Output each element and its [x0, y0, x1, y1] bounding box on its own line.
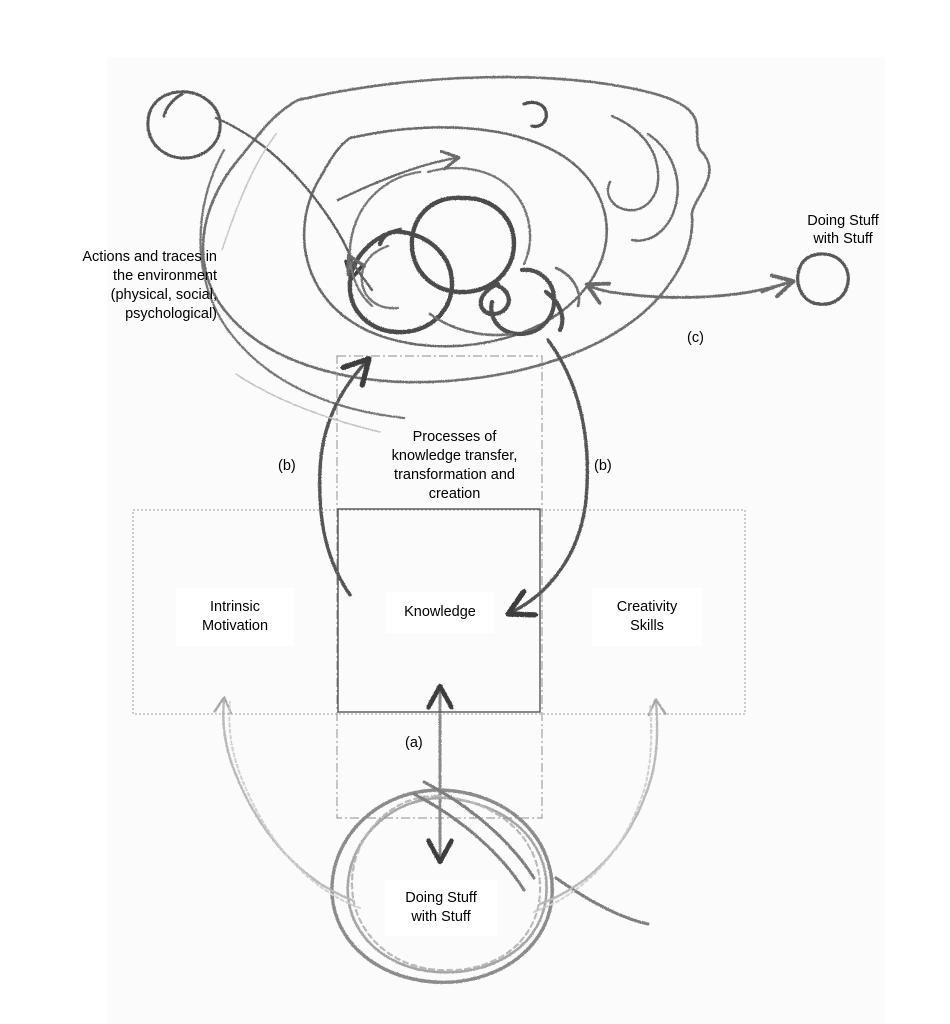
- label-doing-stuff-with-stuff-right: Doing Stuff with Stuff: [807, 213, 879, 247]
- label-processes-of-knowledge: Processes of knowledge transfer, transfo…: [391, 429, 518, 502]
- annotation-a: (a): [405, 735, 423, 751]
- label-knowledge: Knowledge: [386, 592, 494, 633]
- label-creativity-skills: Creativity Skills: [592, 588, 702, 646]
- scanned-page-background: [107, 57, 885, 1024]
- annotation-c: (c): [687, 330, 704, 346]
- label-intrinsic-motivation: Intrinsic Motivation: [176, 588, 294, 646]
- label-doing-stuff-with-stuff-bottom: Doing Stuff with Stuff: [385, 880, 497, 936]
- label-actions-and-traces: Actions and traces in the environment (p…: [82, 249, 217, 322]
- annotation-b-right: (b): [594, 458, 612, 474]
- annotation-b-left: (b): [278, 458, 296, 474]
